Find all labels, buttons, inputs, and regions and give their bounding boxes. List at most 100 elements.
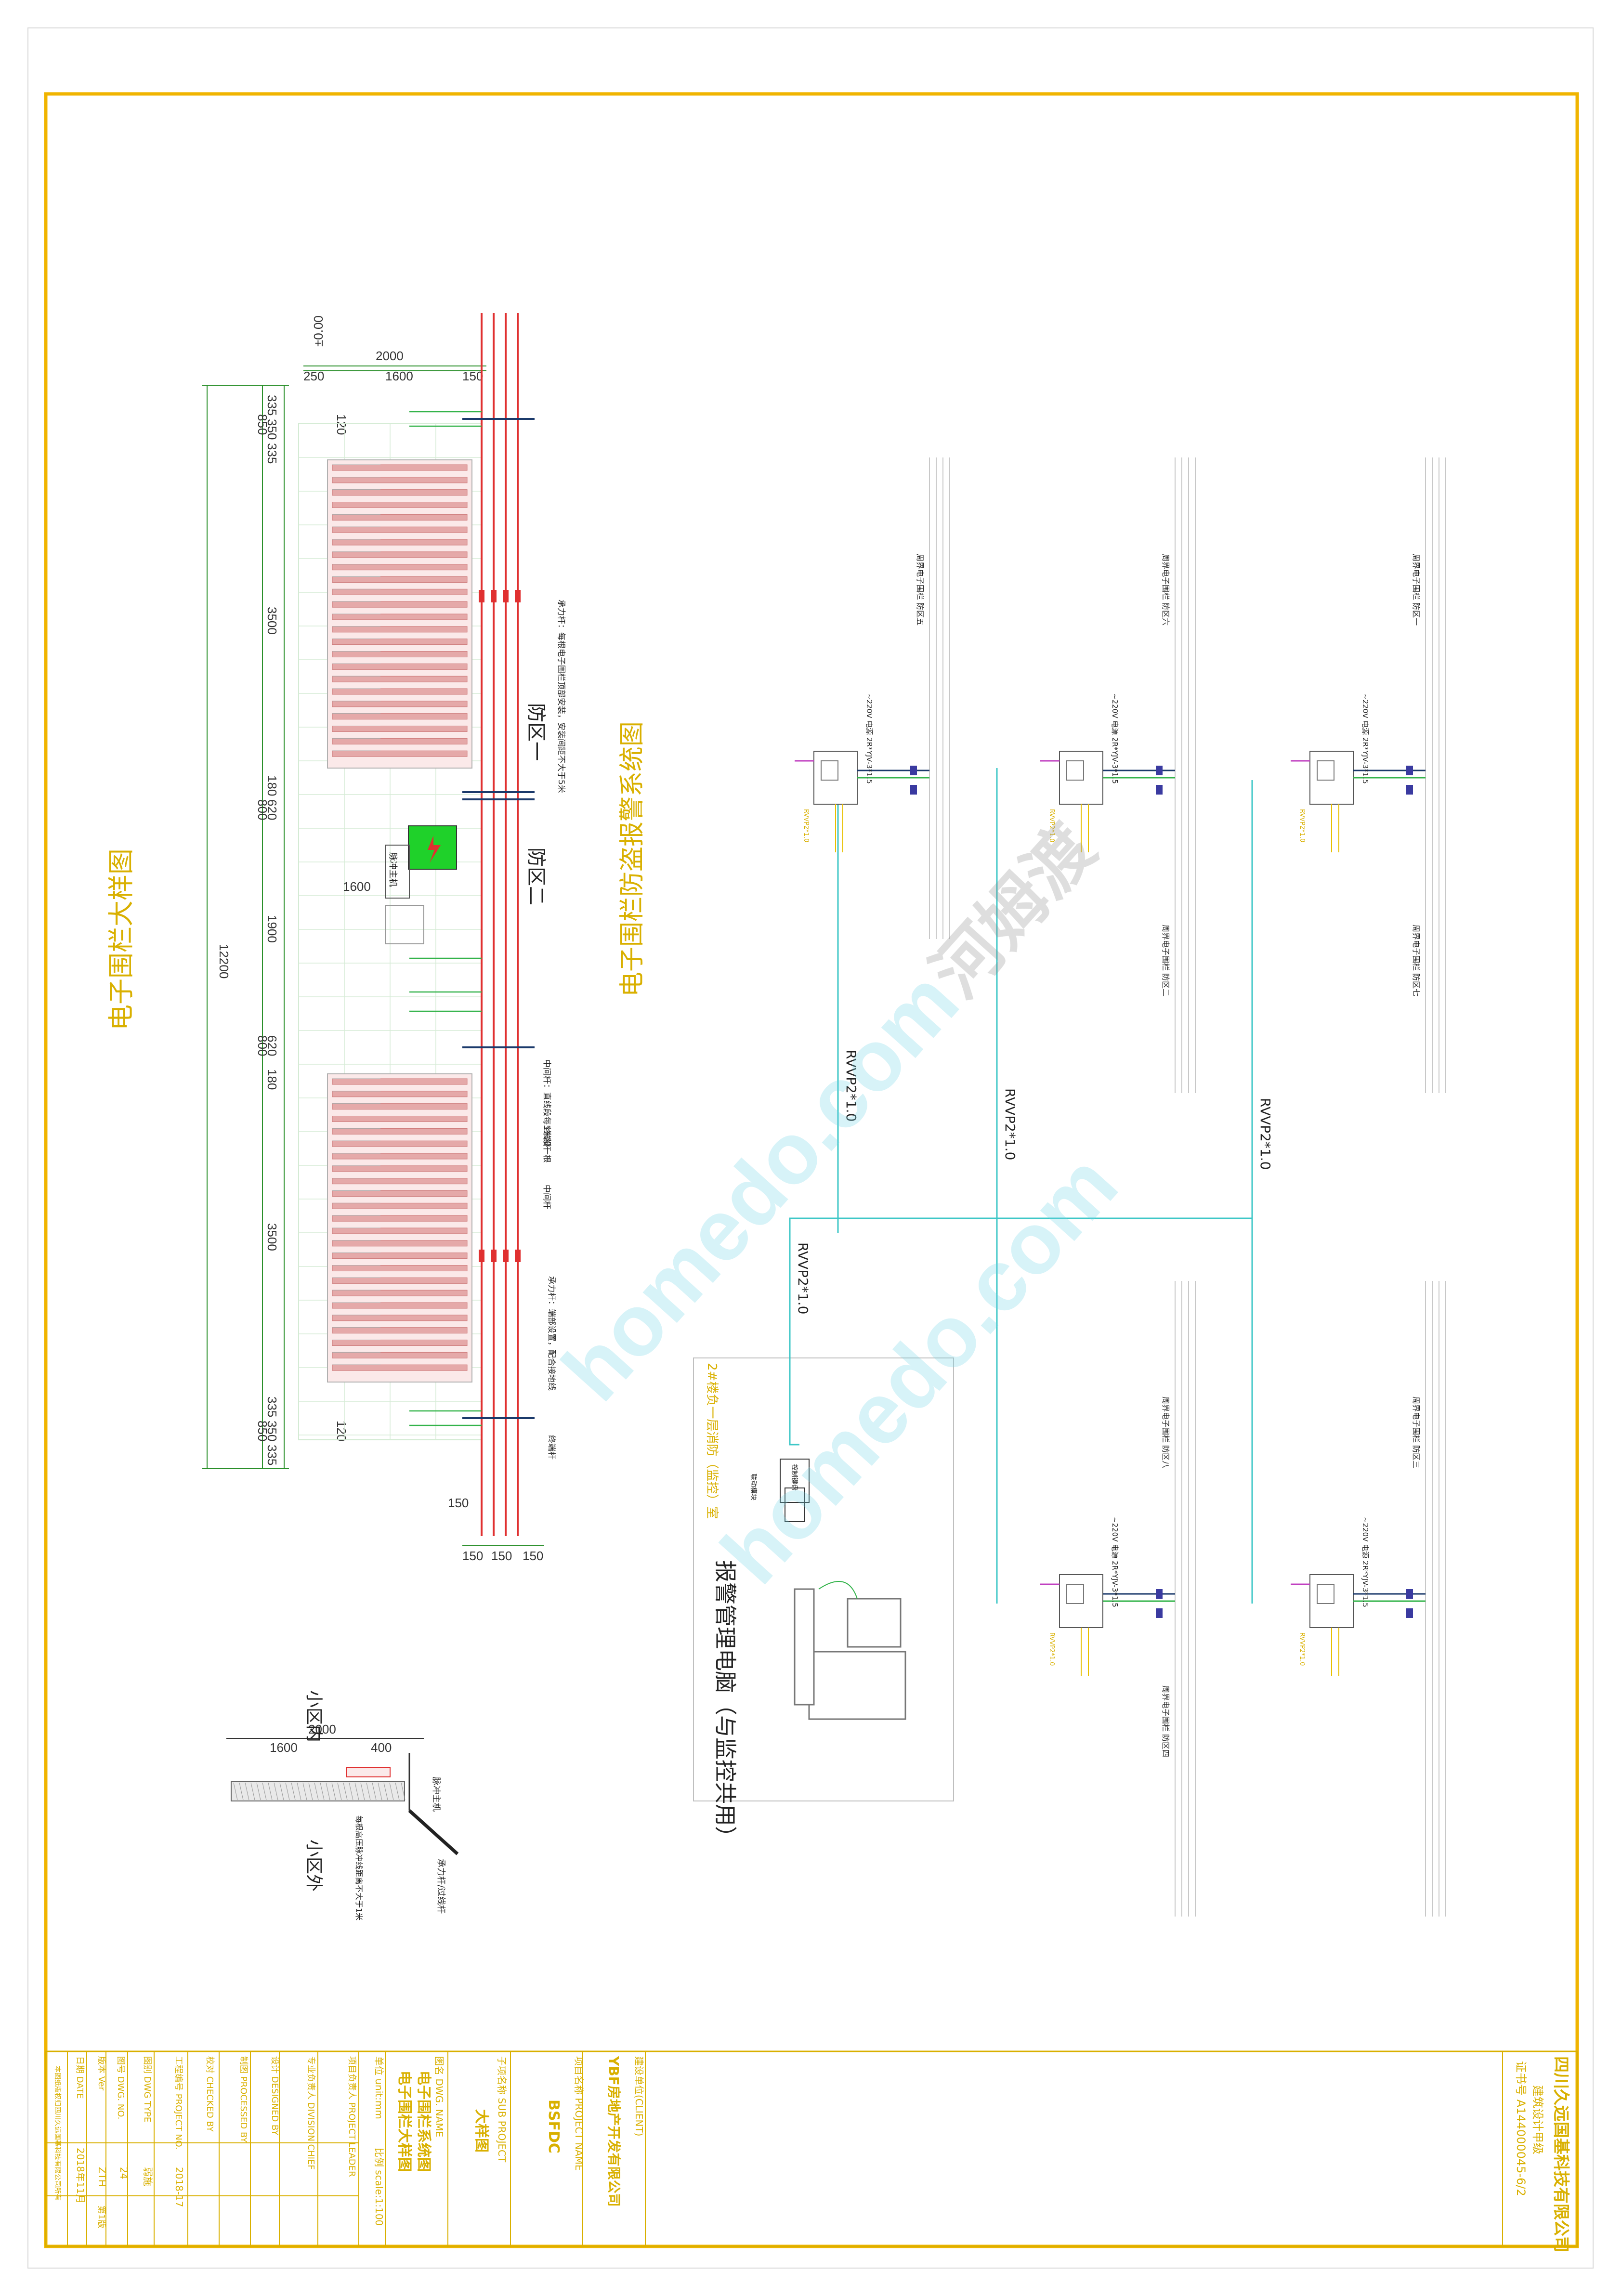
insulator (503, 590, 509, 602)
dim-180: 180 (265, 775, 279, 796)
connector (1406, 1608, 1413, 1618)
fence-segment-label: 周界电子围栏 防区八 (1161, 1396, 1170, 1468)
fence-bar (332, 551, 468, 558)
dim-620: 620 (265, 799, 279, 820)
dim-1600: 1600 (270, 1740, 298, 1755)
post-note-3: 承力杆：端部设置，配合接地线 (547, 1276, 556, 1391)
fence-bar (332, 1252, 468, 1259)
fence-segment-label: 周界电子围栏 防区六 (1161, 554, 1170, 626)
hatch-line (308, 1782, 313, 1800)
subproject-label: 子项名称 SUB PROJECT (496, 2056, 508, 2163)
connector (1156, 785, 1163, 795)
fence-bar (332, 539, 468, 546)
fence-detail-title: 电子围栏大样图 (106, 848, 136, 1031)
pulse-host-box (813, 751, 858, 805)
fence-bar (332, 613, 468, 620)
dwg-no-value: 24 (118, 2167, 130, 2179)
fence-segment-label: 周界电子围栏 防区五 (916, 554, 925, 626)
project-leader: 项目负责人 PROJECT LEADER (347, 2056, 357, 2177)
dim-350: 350 (265, 1421, 279, 1441)
dim-335: 335 (265, 443, 279, 464)
dim-150: 150 (462, 1549, 483, 1563)
host-panel (1317, 1584, 1334, 1604)
power-label: ~220V 电源 2R*YJV-3*1.5 (1111, 1517, 1119, 1607)
hatch-line (262, 1782, 267, 1800)
fence-bar (332, 1277, 468, 1284)
post-note-4: 终端杆 (547, 1435, 556, 1460)
pulse-host-box (1059, 751, 1103, 805)
terminal-post-label: 终端杆 (542, 1127, 551, 1151)
wire-label: RVVP2*1.0 (1048, 809, 1055, 842)
hatch-line (291, 1782, 296, 1800)
dim-800: 800 (255, 799, 270, 820)
inside-label: 小区内 (304, 1690, 324, 1742)
client-label: 建设单位(CLIENT) (633, 2056, 645, 2136)
fence-bar (332, 750, 468, 757)
fence-bar (332, 1265, 468, 1271)
host-panel (1066, 1584, 1084, 1604)
processed-by: 制图 PROCESSED BY (238, 2056, 249, 2143)
fence-bar (332, 576, 468, 583)
division-chief: 专业负责人 DIVISION CHIEF (306, 2056, 316, 2170)
fence-plan: 2000 1600 400 小区内 小区外 脉冲主机 承力杆/过线杆 每根高压脉… (226, 1690, 459, 1920)
host-panel (1317, 760, 1334, 781)
zone1-label: 防区一 (525, 703, 547, 761)
dim-850: 850 (255, 1421, 270, 1441)
fence-bar (332, 688, 468, 695)
cable-label: RVVP2*1.0 (795, 1242, 811, 1314)
dim-620: 620 (265, 1035, 279, 1056)
fence-bar (332, 639, 468, 645)
fence-bar (332, 1327, 468, 1334)
alarm-system-title: 电子围栏防盗报警系统图 (618, 721, 647, 997)
insulator (491, 590, 497, 602)
insulator (503, 1250, 509, 1262)
dim-3500: 3500 (265, 1223, 279, 1251)
hatch-line (343, 1782, 348, 1800)
fence-bar (332, 726, 468, 732)
hatch-line (331, 1782, 336, 1800)
cable-label: RVVP2*1.0 (1002, 1088, 1018, 1160)
fence-bar (332, 1178, 468, 1185)
date-value: 2018年11月 (75, 2148, 86, 2204)
fence-bar (332, 502, 468, 508)
client-name: YBF房地产开发有限公司 (606, 2056, 622, 2207)
control-room (693, 1357, 954, 1801)
fence-bar (332, 1190, 468, 1197)
outside-label: 小区外 (304, 1839, 324, 1892)
footnote: 本图纸版权归四川久远国基科技有限公司所有 (53, 2066, 62, 2201)
cable-label: RVVP2*1.0 (843, 1050, 859, 1122)
hatch-line (245, 1782, 249, 1800)
subproject-name: 大样图 (473, 2109, 490, 2152)
fence-bar (332, 489, 468, 496)
fence-bar (332, 626, 468, 633)
checked-by: 校对 CHECKED BY (205, 2056, 215, 2132)
project-no-value: 2018-17 (173, 2167, 185, 2207)
middle-post-label: 中间杆 (542, 1185, 551, 1209)
fence-bar (332, 1315, 468, 1321)
hatch-line (354, 1782, 359, 1800)
fence-bar (332, 464, 468, 471)
fence-bar (332, 526, 468, 533)
fence-bar (332, 477, 468, 483)
dim-335: 335 (265, 1396, 279, 1417)
cert-no: 证书号 A144000045-6/2 (1514, 2061, 1528, 2196)
fence-bar (332, 1153, 468, 1160)
fence-bar (332, 663, 468, 670)
dim-1900: 1900 (265, 915, 279, 943)
outer-border (27, 27, 1594, 2269)
dim-150: 150 (448, 1496, 469, 1510)
fence-bar (332, 676, 468, 682)
connector (1406, 766, 1413, 775)
hatch-line (297, 1782, 301, 1800)
dim-335: 335 (265, 1445, 279, 1465)
fence-segment-label: 周界电子围栏 防区一 (1412, 554, 1421, 626)
hatch-line (383, 1782, 388, 1800)
connector (910, 766, 917, 775)
fence-bar (332, 1302, 468, 1309)
keyboard-label: 控制键盘 (790, 1464, 798, 1491)
hatch-line (401, 1782, 406, 1800)
hatch-line (389, 1782, 394, 1800)
lightning-icon (428, 835, 441, 863)
hatch-line (395, 1782, 400, 1800)
